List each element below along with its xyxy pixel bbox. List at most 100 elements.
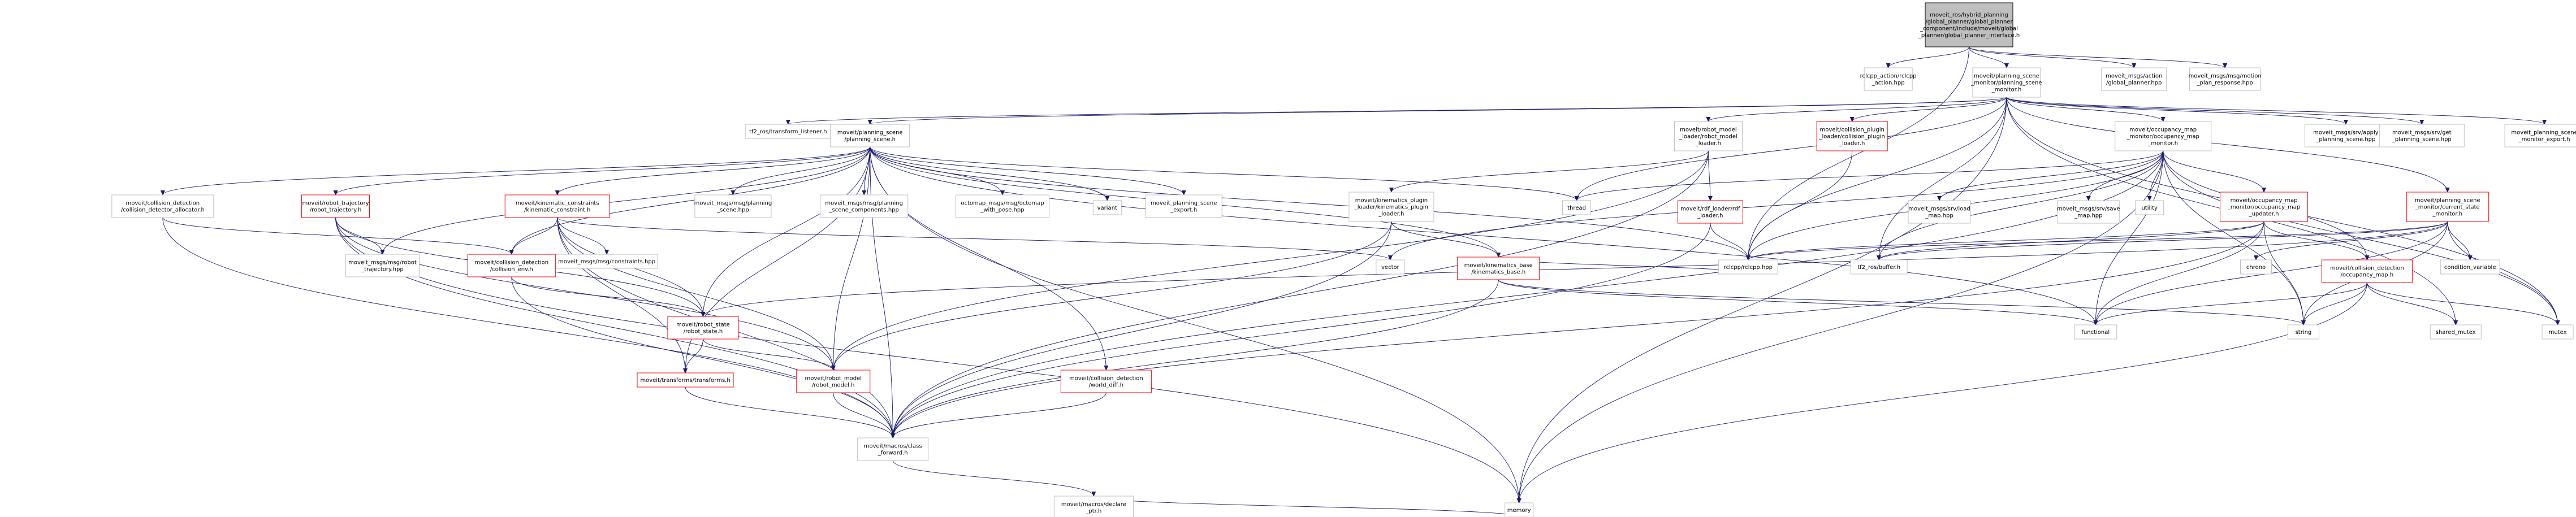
node-vector[interactable]: vector xyxy=(1376,259,1405,275)
node-ps_export[interactable]: moveit_planning_scene_export.h xyxy=(1145,194,1222,218)
node-tf2_buffer[interactable]: tf2_ros/buffer.h xyxy=(1850,259,1908,275)
node-omm[interactable]: moveit/occupancy_map_monitor/occupancy_m… xyxy=(2115,121,2212,151)
node-label-line: moveit/robot_model xyxy=(1680,127,1737,133)
node-msgs_mpr[interactable]: moveit_msgs/msg/motion_plan_response.hpp xyxy=(2188,67,2262,91)
edge-psm-to-srv_gps xyxy=(2006,97,2424,125)
node-wdiff[interactable]: moveit/collision_detection/world_diff.h xyxy=(1060,370,1152,393)
edge-ps-to-functional xyxy=(870,146,2098,325)
node-ps[interactable]: moveit/planning_scene/planning_scene.h xyxy=(830,124,910,147)
node-label-line: moveit/robot_model xyxy=(805,376,862,382)
edge-declptr-to-memory xyxy=(1093,496,1522,517)
node-srv_load[interactable]: moveit_msgs/srv/load_map.hpp xyxy=(1908,200,1971,224)
node-rdf[interactable]: moveit/rdf_loader/rdf_loader.h xyxy=(1677,200,1743,224)
node-rtraj[interactable]: moveit/robot_trajectory/robot_trajectory… xyxy=(301,194,370,218)
edge-occmap-to-memory xyxy=(1516,282,2367,503)
node-declptr[interactable]: moveit/macros/declare_ptr.h xyxy=(1053,496,1134,517)
edge-ps-to-cdalloc xyxy=(161,146,871,195)
edge-psm-to-omm xyxy=(2006,97,2166,122)
node-omu[interactable]: moveit/occupancy_map_monitor/occupancy_m… xyxy=(2220,192,2309,222)
edge-ps-to-rclcpp xyxy=(870,146,1751,260)
node-condvar[interactable]: condition_variable xyxy=(2440,259,2500,275)
edge-cfwd-to-declptr xyxy=(892,460,1096,497)
edge-rml-to-rdf xyxy=(1708,150,1713,201)
node-msgs_ps[interactable]: moveit_msgs/msg/planning_scene.hpp xyxy=(694,194,772,218)
node-label-line: functional xyxy=(2081,329,2110,336)
node-cpl[interactable]: moveit/collision_plugin_loader/collision… xyxy=(1816,121,1888,151)
node-label-line: moveit/collision_detection xyxy=(2330,266,2404,272)
node-root[interactable]: moveit_ros/hybrid_planning/global_planne… xyxy=(1918,2,2020,47)
node-psm_export[interactable]: moveit_planning_scene_monitor_export.h xyxy=(2504,124,2576,147)
node-cenv[interactable]: moveit/collision_detection/collision_env… xyxy=(467,254,556,277)
node-label-line: moveit_msgs/srv/apply xyxy=(2313,130,2379,136)
node-kpl[interactable]: moveit/kinematics_plugin_loader/kinemati… xyxy=(1348,192,1434,222)
node-cdalloc[interactable]: moveit/collision_detection/collision_det… xyxy=(111,194,214,218)
node-label-line: octomap_msgs/msg/octomap xyxy=(961,201,1044,207)
node-chrono[interactable]: chrono xyxy=(2240,259,2272,275)
node-rml[interactable]: moveit/robot_model_loader/robot_model_lo… xyxy=(1674,121,1743,151)
edge-omm-to-tf2_buffer xyxy=(1877,150,2164,260)
node-msgs_rt[interactable]: moveit_msgs/msg/robot_trajectory.hpp xyxy=(345,254,420,277)
node-label-line: /robot_state.h xyxy=(684,329,723,335)
node-transforms[interactable]: moveit/transforms/transforms.h xyxy=(637,372,734,388)
node-rclcpp[interactable]: rclcpp/rclcpp.hpp xyxy=(1718,259,1778,275)
node-label-line: moveit_msgs/action xyxy=(2106,73,2162,80)
edge-ps-to-ps_export xyxy=(870,146,1186,195)
node-box xyxy=(1816,121,1888,151)
node-label-line: moveit_ros/hybrid_planning xyxy=(1930,12,2008,19)
node-label-line: moveit/rdf_loader/rdf xyxy=(1680,206,1740,212)
node-kbase[interactable]: moveit/kinematics_base/kinematics_base.h xyxy=(1457,257,1540,280)
node-occmap[interactable]: moveit/collision_detection/occupancy_map… xyxy=(2321,259,2413,283)
node-label-line: _monitor/occupancy_map xyxy=(2227,205,2300,211)
node-label-line: moveit/transforms/transforms.h xyxy=(640,377,730,384)
node-srv_gps[interactable]: moveit_msgs/srv/get_planning_scene.hpp xyxy=(2379,124,2465,147)
node-thread[interactable]: thread xyxy=(1562,200,1592,215)
node-memory[interactable]: memory xyxy=(1505,502,1534,517)
node-label-line: _monitor_export.h xyxy=(2518,137,2570,143)
node-label-line: moveit/collision_plugin xyxy=(1820,127,1885,133)
node-label-line: _monitor/planning_scene xyxy=(1970,80,2042,86)
node-psm[interactable]: moveit/planning_scene_monitor/planning_s… xyxy=(1970,67,2042,98)
node-label-line: /occupancy_map.h xyxy=(2340,272,2393,279)
edge-psm-to-srv_aps xyxy=(2006,97,2348,125)
node-csm[interactable]: moveit/planning_scene_monitor/current_st… xyxy=(2406,192,2489,222)
edge-ps-to-wdiff xyxy=(870,146,1109,371)
node-functional[interactable]: functional xyxy=(2074,324,2117,340)
node-box xyxy=(1562,200,1592,215)
node-tf2_listener[interactable]: tf2_ros/transform_listener.h xyxy=(745,124,831,139)
node-msgs_con[interactable]: moveit_msgs/msg/constraints.hpp xyxy=(555,254,658,269)
node-msgs_gp[interactable]: moveit_msgs/action/global_planner.hpp xyxy=(2101,67,2167,91)
node-srv_save[interactable]: moveit_msgs/srv/save_map.hpp xyxy=(2057,200,2120,224)
node-label-line: rclcpp_action/rclcpp xyxy=(1860,73,1917,80)
node-octomap[interactable]: octomap_msgs/msg/octomap_with_pose.hpp xyxy=(956,194,1050,218)
node-utility[interactable]: utility xyxy=(2135,200,2164,215)
edge-csm-to-mutex xyxy=(2447,221,2560,325)
node-variant[interactable]: variant xyxy=(1092,200,1122,215)
node-label-line: _with_pose.hpp xyxy=(980,207,1024,214)
node-label-line: _scene_components.hpp xyxy=(829,207,899,214)
node-box xyxy=(1718,259,1778,275)
edge-cdalloc-to-cfwd xyxy=(162,217,896,438)
node-msgs_psc[interactable]: moveit_msgs/msg/planning_scene_component… xyxy=(820,194,909,218)
node-label-line: moveit/robot_trajectory xyxy=(302,201,369,207)
node-kc[interactable]: moveit/kinematic_constraints/kinematic_c… xyxy=(504,194,610,218)
node-rmodel[interactable]: moveit/robot_model/robot_model.h xyxy=(796,370,871,393)
node-label-line: moveit/occupancy_map xyxy=(2129,127,2197,133)
node-rstate[interactable]: moveit/robot_state/robot_state.h xyxy=(667,316,739,340)
node-label-line: condition_variable xyxy=(2444,264,2496,271)
node-srv_aps[interactable]: moveit_msgs/srv/apply_planning_scene.hpp xyxy=(2304,124,2387,147)
node-label-line: moveit/kinematics_plugin xyxy=(1355,198,1428,204)
node-label-line: shared_mutex xyxy=(2436,329,2476,336)
edge-root-to-psm xyxy=(1969,46,2009,68)
edge-ps-to-kc xyxy=(555,146,871,195)
node-mutex[interactable]: mutex xyxy=(2542,324,2574,340)
node-label-line: /robot_model.h xyxy=(812,383,854,389)
node-box xyxy=(2440,259,2500,275)
node-label-line: /global_planner.hpp xyxy=(2106,80,2162,86)
node-cfwd[interactable]: moveit/macros/class_forward.h xyxy=(857,437,929,461)
node-label-line: _monitor/occupancy_map xyxy=(2127,134,2199,140)
node-shared_mutex[interactable]: shared_mutex xyxy=(2430,324,2482,340)
node-string[interactable]: string xyxy=(2287,324,2319,340)
node-box xyxy=(2220,192,2309,222)
node-rclcpp_action[interactable]: rclcpp_action/rclcpp_action.hpp xyxy=(1860,67,1917,91)
node-box xyxy=(956,194,1050,218)
